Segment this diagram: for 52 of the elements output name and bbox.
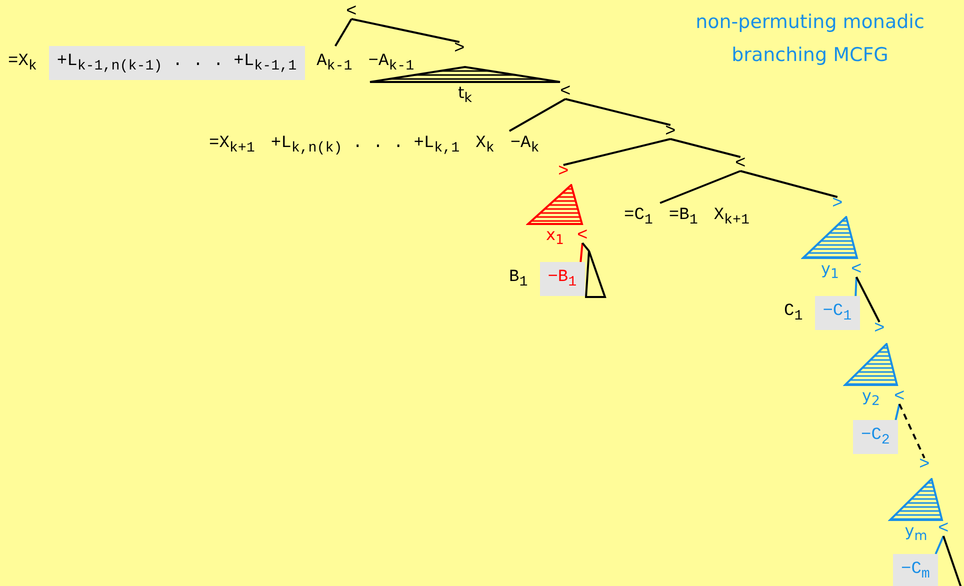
branch-label: < xyxy=(938,520,949,538)
subtree-label: y$_{m}$ xyxy=(904,522,928,546)
branch-line xyxy=(894,404,900,420)
branch-label: < xyxy=(851,261,862,279)
feature-label: B$_{1}$ xyxy=(508,267,529,292)
branch-label: > xyxy=(454,40,465,58)
highlighted-feature: −B$_{1}$ xyxy=(540,262,585,296)
branch-line xyxy=(660,170,741,204)
feature-label: C$_{1}$ xyxy=(783,301,804,326)
branch-line xyxy=(740,170,838,198)
branch-line xyxy=(508,98,566,132)
branch-label: > xyxy=(874,320,885,338)
highlighted-feature: −C$_{1}$ xyxy=(814,296,860,330)
branch-line xyxy=(898,404,926,458)
subtree-label: y$_{2}$ xyxy=(862,387,880,412)
feature-label: −A$_{k}$ xyxy=(509,133,540,158)
feature-label: =B$_{1}$ xyxy=(668,205,699,230)
branch-line xyxy=(563,138,671,166)
highlighted-feature: −C$_{m}$ xyxy=(893,554,938,586)
branch-line xyxy=(582,242,590,252)
branch-line xyxy=(942,536,964,586)
branch-line xyxy=(351,18,460,43)
subtree-label: x$_{1}$ xyxy=(546,226,564,250)
feature-label: X$_{k+1}$ xyxy=(712,205,751,230)
branch-line xyxy=(856,276,880,322)
subtree-label: y$_{1}$ xyxy=(821,260,839,284)
branch-label: < xyxy=(346,3,357,21)
branch-label: > xyxy=(665,123,676,141)
feature-label: +L$_{k,n(k)}$ . . . +L$_{k,1}$ xyxy=(270,133,461,158)
branch-line xyxy=(934,536,944,554)
branch-line xyxy=(565,98,671,126)
branch-label: > xyxy=(558,163,569,181)
feature-label: X$_{k}$ xyxy=(474,133,496,158)
branch-label: < xyxy=(735,155,746,173)
branch-line xyxy=(580,242,584,262)
diagram-title: non-permuting monadic branching MCFG xyxy=(694,10,926,68)
branch-line xyxy=(670,138,741,158)
subtree-label: t$_{k}$ xyxy=(458,84,472,108)
feature-label: =C$_{1}$ xyxy=(623,205,654,230)
branch-label: < xyxy=(577,227,588,245)
feature-label: A$_{k-1}$ xyxy=(316,51,354,76)
branch-label: > xyxy=(832,195,843,213)
branch-label: > xyxy=(919,456,930,474)
branch-line xyxy=(334,18,352,47)
highlighted-feature: −C$_{2}$ xyxy=(853,420,898,454)
branch-label: < xyxy=(560,83,571,101)
highlighted-feature: +L$_{k-1,n(k-1)}$ . . . +L$_{k-1,1}$ xyxy=(48,46,305,80)
branch-label: < xyxy=(894,388,905,406)
feature-label: =X$_{k}$ xyxy=(7,51,38,76)
feature-label: =X$_{k+1}$ xyxy=(208,133,256,158)
feature-label: −A$_{k-1}$ xyxy=(367,51,416,76)
branch-line xyxy=(854,276,858,296)
